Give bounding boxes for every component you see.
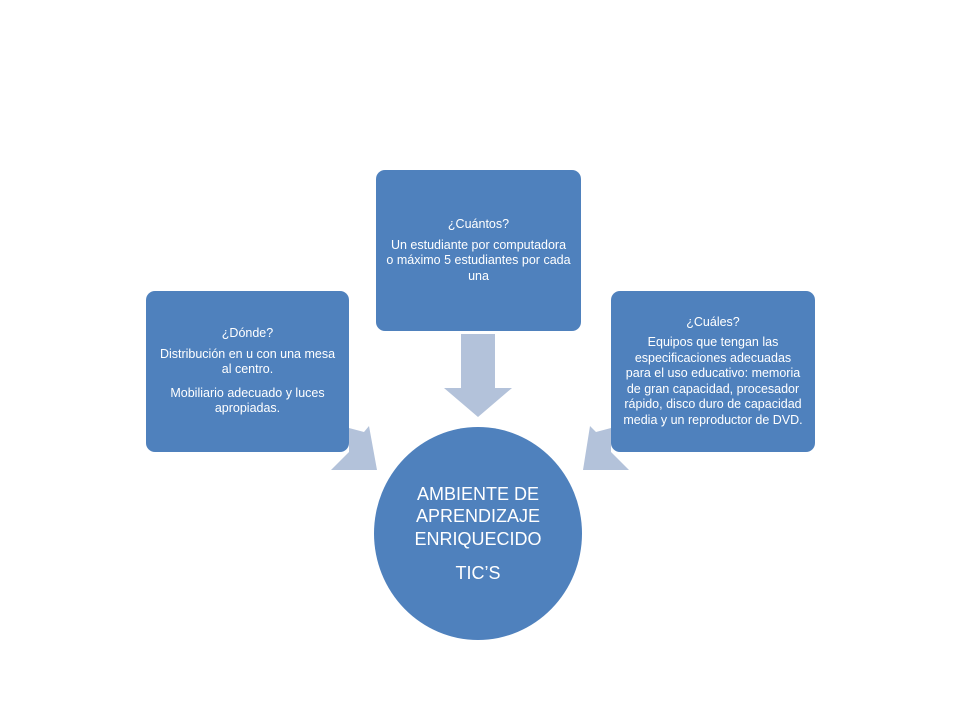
node-where-text-1: Distribución en u con una mesa al centro… — [159, 346, 336, 377]
arrow-right-to-center — [583, 426, 629, 470]
node-where: ¿Dónde? Distribución en u con una mesa a… — [146, 291, 349, 452]
node-how-many: ¿Cuántos? Un estudiante por computadora … — [376, 170, 581, 331]
node-where-title: ¿Dónde? — [221, 326, 274, 341]
node-where-text-2: Mobiliario adecuado y luces apropiadas. — [170, 385, 325, 416]
center-title: AMBIENTE DE APRENDIZAJE ENRIQUECIDO — [414, 483, 541, 551]
center-circle: AMBIENTE DE APRENDIZAJE ENRIQUECIDO TIC’… — [374, 427, 582, 640]
node-how-many-text: Un estudiante por computadora o máximo 5… — [386, 237, 571, 283]
node-which-text: Equipos que tengan las especificaciones … — [623, 335, 803, 427]
center-title-line-1: AMBIENTE DE — [416, 483, 539, 504]
arrow-left-to-center — [331, 426, 377, 470]
center-title-line-2: APRENDIZAJE — [415, 506, 540, 526]
center-subtitle: TIC’S — [455, 563, 501, 583]
arrow-top-to-center — [444, 334, 512, 417]
node-which: ¿Cuáles? Equipos que tengan las especifi… — [611, 291, 815, 452]
node-how-many-title: ¿Cuántos? — [447, 217, 510, 231]
node-which-title: ¿Cuáles? — [686, 314, 740, 329]
center-title-line-3: ENRIQUECIDO — [414, 528, 542, 549]
